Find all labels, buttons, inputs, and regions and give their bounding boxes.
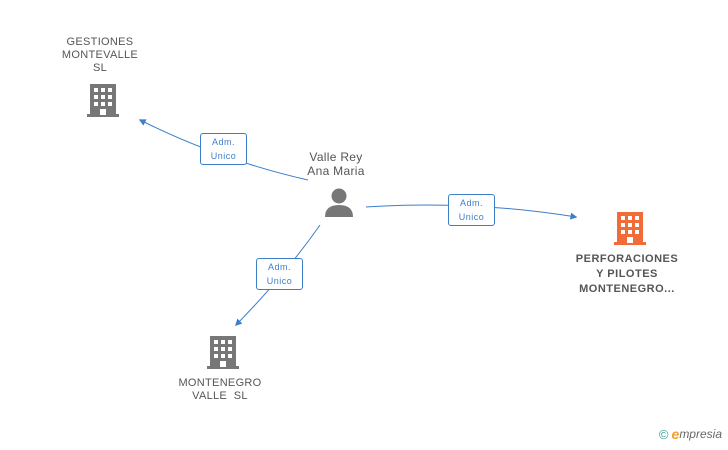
montenegro-label[interactable]: MONTENEGRO VALLE SL: [170, 377, 270, 403]
perforaciones-label-line-2: Y PILOTES: [596, 268, 658, 280]
perforaciones-label[interactable]: PERFORACIONES Y PILOTES MONTENEGRO...: [566, 252, 688, 297]
gestiones-label-line-1: GESTIONES: [66, 36, 134, 48]
brand-initial: e: [671, 426, 680, 442]
person-icon[interactable]: [325, 188, 353, 218]
montenegro-label-line-2: VALLE SL: [192, 390, 248, 402]
edge-label-to-gestiones[interactable]: Adm. Unico: [200, 133, 247, 165]
gestiones-label-line-2: MONTEVALLE: [61, 49, 139, 61]
edge-label-to-gestiones-role: Adm.: [211, 137, 235, 147]
edge-label-to-montenegro[interactable]: Adm. Unico: [256, 258, 303, 290]
gestiones-label[interactable]: GESTIONES MONTEVALLE SL: [50, 36, 150, 75]
montenegro-label-line-1: MONTENEGRO: [178, 377, 262, 389]
person-label-line-1: Valle Rey: [309, 150, 363, 164]
copyright-symbol: ©: [658, 426, 669, 442]
person-label-line-2: Ana Maria: [307, 164, 365, 178]
edge-label-to-montenegro-type: Unico: [266, 276, 293, 286]
edge-label-to-montenegro-role: Adm.: [267, 262, 291, 272]
person-label[interactable]: Valle Rey Ana Maria: [296, 150, 376, 178]
edge-label-to-perforaciones[interactable]: Adm. Unico: [448, 194, 495, 226]
edge-label-to-perforaciones-type: Unico: [458, 212, 485, 222]
brand-name: mpresia: [679, 427, 722, 441]
gestiones-building-icon[interactable]: [87, 84, 119, 117]
perforaciones-building-icon[interactable]: [614, 212, 646, 245]
edge-label-to-perforaciones-role: Adm.: [459, 198, 483, 208]
perforaciones-label-line-3: MONTENEGRO...: [579, 283, 675, 295]
gestiones-label-line-3: SL: [92, 62, 108, 74]
montenegro-building-icon[interactable]: [207, 336, 239, 369]
perforaciones-label-line-1: PERFORACIONES: [575, 253, 679, 265]
edge-label-to-gestiones-type: Unico: [210, 151, 237, 161]
